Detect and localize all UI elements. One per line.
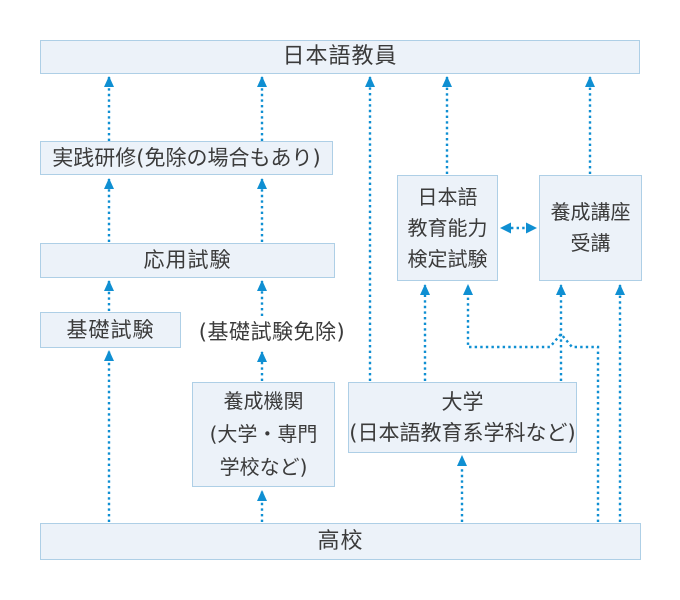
node-japanese-teacher-label: 日本語教員 [282, 44, 398, 70]
node-certification-exam-line1: 日本語 [417, 184, 478, 209]
double-arrow-certexam-course [500, 222, 537, 234]
node-training-institution: 養成機関 (大学・専門 学校など) [192, 382, 335, 487]
node-practical-training-label: 実践研修(免除の場合もあり) [52, 145, 321, 170]
node-japanese-teacher: 日本語教員 [40, 40, 640, 74]
node-basic-exam-label: 基礎試験 [66, 317, 155, 342]
node-training-institution-line1: 養成機関 [223, 389, 304, 413]
node-training-course-line2: 受講 [570, 231, 611, 255]
node-university-line1: 大学 [441, 389, 484, 414]
label-basic-exam-exemption-text: (基礎試験免除) [198, 319, 346, 344]
node-applied-exam-label: 応用試験 [143, 248, 232, 273]
node-training-course-line1: 養成講座 [550, 200, 631, 224]
node-certification-exam-line2: 教育能力 [407, 215, 488, 240]
node-high-school: 高校 [40, 523, 641, 560]
node-applied-exam: 応用試験 [40, 243, 335, 278]
label-basic-exam-exemption: (基礎試験免除) [186, 317, 358, 344]
node-training-institution-line3: 学校など) [219, 455, 308, 479]
node-certification-exam: 日本語 教育能力 検定試験 [397, 175, 498, 281]
node-university: 大学 (日本語教育系学科など) [348, 382, 577, 453]
node-training-institution-line2: (大学・専門 [209, 422, 318, 446]
node-practical-training: 実践研修(免除の場合もあり) [40, 141, 333, 175]
node-high-school-label: 高校 [317, 528, 364, 554]
node-certification-exam-line3: 検定試験 [407, 246, 488, 271]
node-university-line2: (日本語教育系学科など) [349, 420, 576, 445]
node-basic-exam: 基礎試験 [40, 312, 181, 348]
arrow-highschool-to-certexam-bent [463, 284, 600, 522]
node-training-course: 養成講座 受講 [539, 175, 642, 281]
